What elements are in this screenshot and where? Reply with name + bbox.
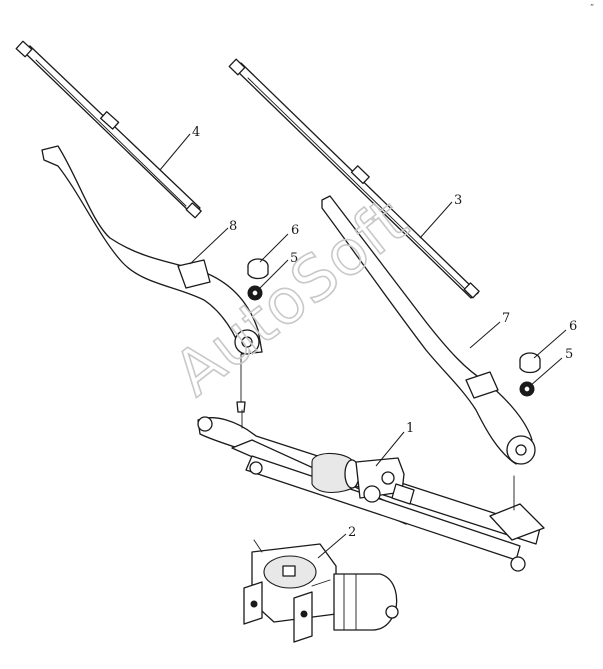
callout-1: 1: [406, 421, 414, 436]
right-wiper-arm: [321, 195, 536, 465]
callout-2: 2: [348, 525, 356, 540]
leader-lines: [159, 133, 567, 559]
wiper-linkage-assembly: [197, 409, 545, 572]
wiper-motor: [243, 539, 399, 643]
callout-3: 3: [454, 193, 462, 208]
callout-8: 8: [229, 219, 237, 234]
callout-5-right: 5: [565, 347, 573, 362]
left-wiper-arm: [41, 145, 263, 413]
right-cap-and-nut: [519, 352, 541, 397]
left-cap-and-nut: [247, 258, 269, 301]
right-wiper-blade: [228, 58, 480, 299]
callout-6-right: 6: [569, 319, 577, 334]
callout-4: 4: [192, 125, 200, 140]
callout-7: 7: [502, 311, 510, 326]
left-wiper-blade: [15, 40, 202, 219]
callout-6-left: 6: [291, 223, 299, 238]
callout-5-left: 5: [290, 251, 298, 266]
corner-mark: ”: [590, 3, 594, 12]
